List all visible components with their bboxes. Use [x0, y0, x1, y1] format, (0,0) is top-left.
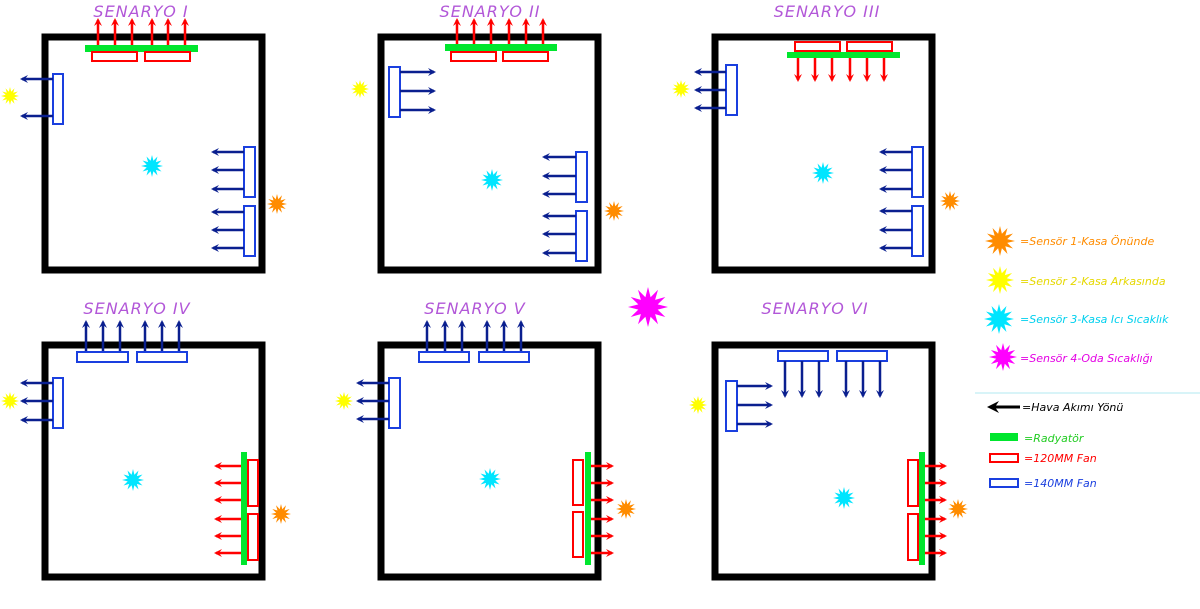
fan-140mm [725, 64, 738, 116]
legend-fan120: =120MM Fan [1024, 452, 1097, 465]
sensor-1-icon [940, 191, 960, 211]
legend-sensor-3-icon [984, 304, 1014, 334]
case-outline [711, 33, 936, 274]
fan-140mm [575, 151, 588, 203]
fan-120mm [846, 41, 893, 52]
fan-140mm [388, 377, 401, 429]
legend-radiator: =Radyatör [1024, 432, 1085, 445]
radiator [919, 452, 925, 565]
fan-120mm [247, 513, 259, 561]
fan-140mm [418, 351, 470, 363]
sensor-1-icon [616, 499, 636, 519]
fan-120mm [794, 41, 841, 52]
sensor-3-icon [122, 469, 144, 491]
sensor-3-icon [833, 487, 855, 509]
sensor-1-icon [271, 504, 291, 524]
legend-sensor3: =Sensör 3-Kasa Icı Sıcaklık [1020, 313, 1169, 326]
sensor-2-icon [335, 392, 353, 410]
fan-120mm [572, 511, 584, 558]
scenario-2-title: SENARYO II [440, 2, 541, 21]
fan-140mm [388, 66, 401, 118]
sensor-3-icon [812, 162, 834, 184]
legend-sensor-2-icon [986, 266, 1014, 294]
legend-fan140: =140MM Fan [1024, 477, 1097, 490]
sensor-2-icon [1, 87, 19, 105]
fan-140mm [911, 146, 924, 198]
fan-140mm [136, 351, 188, 363]
legend-fan140-icon [989, 478, 1019, 488]
scenario-6-title: SENARYO VI [761, 299, 868, 318]
legend-sensor-4-icon [989, 343, 1017, 371]
scenario-3-title: SENARYO III [774, 2, 881, 21]
sensor-2-icon [672, 80, 690, 98]
sensor-2-icon [689, 396, 707, 414]
sensor-1-icon [604, 201, 624, 221]
fan-140mm [76, 351, 129, 363]
legend-sensor2: =Sensör 2-Kasa Arkasında [1020, 275, 1166, 288]
fan-120mm [450, 51, 497, 62]
sensor-2-icon [351, 80, 369, 98]
fan-140mm [911, 205, 924, 257]
fan-140mm [836, 350, 888, 362]
legend-sensor1: =Sensör 1-Kasa Önünde [1020, 235, 1154, 248]
scenario-5-title: SENARYO V [424, 299, 525, 318]
fan-140mm [243, 146, 256, 198]
case-outline [41, 341, 266, 581]
fan-140mm [243, 205, 256, 257]
radiator [241, 452, 247, 565]
scenario-1-title: SENARYO I [93, 2, 188, 21]
sensor-3-icon [481, 169, 503, 191]
fan-140mm [52, 73, 64, 125]
case-outline [711, 341, 936, 581]
radiator [585, 452, 591, 565]
fan-120mm [502, 51, 549, 62]
fan-120mm [907, 513, 919, 561]
legend-radiator-icon [990, 433, 1018, 441]
scenario-4-title: SENARYO IV [83, 299, 190, 318]
fan-120mm [144, 51, 191, 62]
legend-airflow: =Hava Akımı Yönü [1022, 401, 1123, 414]
sensor-4-icon [628, 287, 668, 327]
fan-140mm [478, 351, 530, 363]
sensor-3-icon [479, 468, 501, 490]
fan-140mm [52, 377, 64, 429]
fan-120mm [907, 459, 919, 507]
sensor-1-icon [267, 194, 287, 214]
fan-140mm [575, 210, 588, 262]
case-outline [41, 33, 266, 274]
fan-120mm [572, 459, 584, 506]
case-outline [377, 33, 602, 274]
fan-140mm [777, 350, 829, 362]
radiator [445, 44, 557, 51]
legend-sensor4: =Sensör 4-Oda Sıcaklığı [1020, 352, 1153, 365]
fan-140mm [725, 380, 738, 432]
fan-120mm [91, 51, 138, 62]
case-outline [377, 341, 602, 581]
legend-fan120-icon [989, 453, 1019, 463]
radiator [787, 52, 900, 58]
radiator [85, 45, 198, 52]
fan-120mm [247, 459, 259, 507]
sensor-3-icon [141, 155, 163, 177]
legend-sensor-1-icon [985, 226, 1015, 256]
sensor-1-icon [948, 499, 968, 519]
sensor-2-icon [1, 392, 19, 410]
